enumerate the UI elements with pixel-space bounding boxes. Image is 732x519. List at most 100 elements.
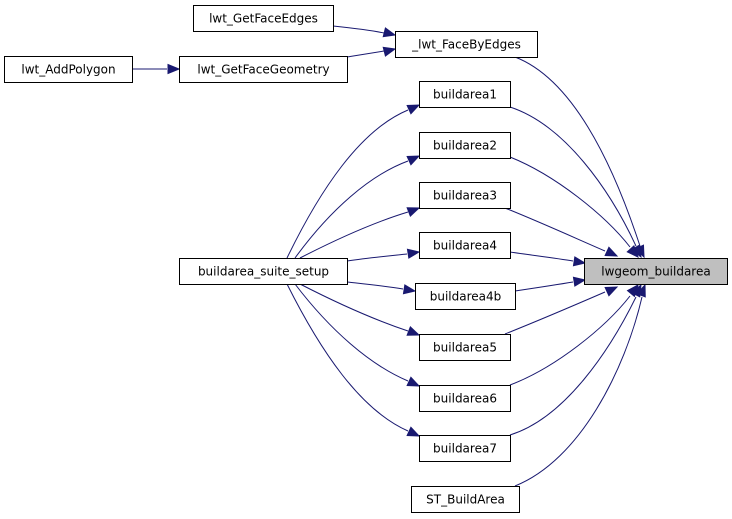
edge-line [509,295,631,386]
node-lwt-addpolygon[interactable]: lwt_AddPolygon [4,56,133,83]
node-buildarea7[interactable]: buildarea7 [419,435,511,462]
node-box[interactable] [584,258,728,285]
node-box[interactable] [179,258,348,285]
arrowhead-icon [406,325,421,336]
edge-buildarea5-to-lwgeom_buildarea [504,286,619,335]
node-st-buildarea[interactable]: ST_BuildArea [411,486,520,513]
arrowhead-icon [572,276,587,287]
arrowhead-icon [406,155,421,166]
node-label: buildarea_suite_setup [198,265,329,279]
arrowhead-icon [635,283,646,298]
edge-line [504,207,606,252]
edge-line [286,283,409,432]
node-buildarea4[interactable]: buildarea4 [419,232,511,259]
edge-line [509,106,637,247]
edge-line [346,281,404,290]
edge-ST_BuildArea-to-lwgeom_buildarea [514,283,646,487]
arrowhead-icon [406,376,421,387]
node-label: ST_BuildArea [426,493,505,507]
edge-lwt_AddPolygon-to-lwt_GetFaceGeometry [132,63,181,75]
node-label: buildarea4b [430,290,502,304]
edge-buildarea_suite_setup-to-buildarea4b [346,281,417,295]
edge-buildarea_suite_setup-to-buildarea3 [299,207,421,259]
node-box[interactable] [419,232,511,259]
node-box[interactable] [4,56,133,83]
edge-lwt_GetFaceGeometry-to-_lwt_FaceByEdges [346,46,397,58]
edge-buildarea_suite_setup-to-buildarea7 [286,283,421,437]
edge-line [509,251,574,262]
edge-line [509,296,637,436]
node-box[interactable] [419,81,511,108]
node-label: buildarea4 [433,239,497,253]
edge-line [514,296,643,487]
node-buildarea4b[interactable]: buildarea4b [415,283,516,310]
arrowhead-icon [406,207,421,218]
edge-line [346,50,385,58]
node-label: buildarea1 [433,88,497,102]
edge-line [504,291,606,335]
node-label: buildarea2 [433,139,497,153]
node-box[interactable] [395,31,538,58]
edge-lwt_GetFaceEdges-to-_lwt_FaceByEdges [332,25,397,38]
edge-line [509,156,631,248]
node-buildarea3[interactable]: buildarea3 [419,182,511,209]
node-box[interactable] [419,182,511,209]
edge-line [346,253,408,262]
node-box[interactable] [419,385,511,412]
arrowhead-icon [626,244,639,258]
edge-buildarea_suite_setup-to-buildarea4 [346,248,421,262]
node-label: lwt_GetFaceEdges [209,12,318,26]
node-box[interactable] [179,56,348,83]
edge-buildarea2-to-lwgeom_buildarea [509,156,639,258]
node-label: _lwt_FaceByEdges [411,38,521,52]
node-box[interactable] [415,283,516,310]
node-lwt-getfacegeometry[interactable]: lwt_GetFaceGeometry [179,56,348,83]
edge-line [286,109,409,259]
nodes-layer: lwgeom_buildarea _lwt_FaceByEdges lwt_GetF… [4,5,728,513]
node-box[interactable] [419,334,511,361]
node-label: buildarea5 [433,341,497,355]
node-label: lwgeom_buildarea [601,265,710,279]
edge-buildarea4b-to-lwgeom_buildarea [514,276,587,292]
edge-buildarea6-to-lwgeom_buildarea [509,283,639,386]
edge-buildarea1-to-lwgeom_buildarea [509,106,642,259]
arrowhead-icon [604,246,619,257]
arrowhead-icon [406,248,421,259]
arrowhead-icon [382,27,397,38]
node-lwgeom-buildarea[interactable]: lwgeom_buildarea [584,258,728,285]
edges-layer [132,25,646,487]
node--lwt-facebyedges[interactable]: _lwt_FaceByEdges [395,31,538,58]
edge-buildarea_suite_setup-to-buildarea5 [299,283,421,336]
node-box[interactable] [419,132,511,159]
node-box[interactable] [193,5,334,32]
arrowhead-icon [406,104,421,115]
node-buildarea6[interactable]: buildarea6 [419,385,511,412]
edge-line [514,281,574,292]
edge-line [294,283,409,382]
edge-buildarea3-to-lwgeom_buildarea [504,207,619,257]
node-label: lwt_AddPolygon [21,63,115,77]
edge-buildarea_suite_setup-to-buildarea6 [294,283,421,387]
node-buildarea2[interactable]: buildarea2 [419,132,511,159]
node-buildarea-suite-setup[interactable]: buildarea_suite_setup [179,258,348,285]
edge-line [514,56,641,247]
edge-line [332,25,385,34]
edge-buildarea4-to-lwgeom_buildarea [509,251,587,267]
arrowhead-icon [604,286,619,297]
arrowhead-icon [167,63,181,75]
node-buildarea1[interactable]: buildarea1 [419,81,511,108]
edge-line [294,160,409,259]
edge-buildarea_suite_setup-to-buildarea1 [286,104,421,259]
edge-buildarea_suite_setup-to-buildarea2 [294,155,421,259]
arrowhead-icon [406,426,421,437]
arrowhead-icon [402,284,417,295]
node-label: buildarea6 [433,392,497,406]
node-box[interactable] [411,486,520,513]
node-lwt-getfaceedges[interactable]: lwt_GetFaceEdges [193,5,334,32]
node-buildarea5[interactable]: buildarea5 [419,334,511,361]
node-box[interactable] [419,435,511,462]
node-label: buildarea7 [433,442,497,456]
arrowhead-icon [572,256,587,267]
edge-line [299,283,409,332]
